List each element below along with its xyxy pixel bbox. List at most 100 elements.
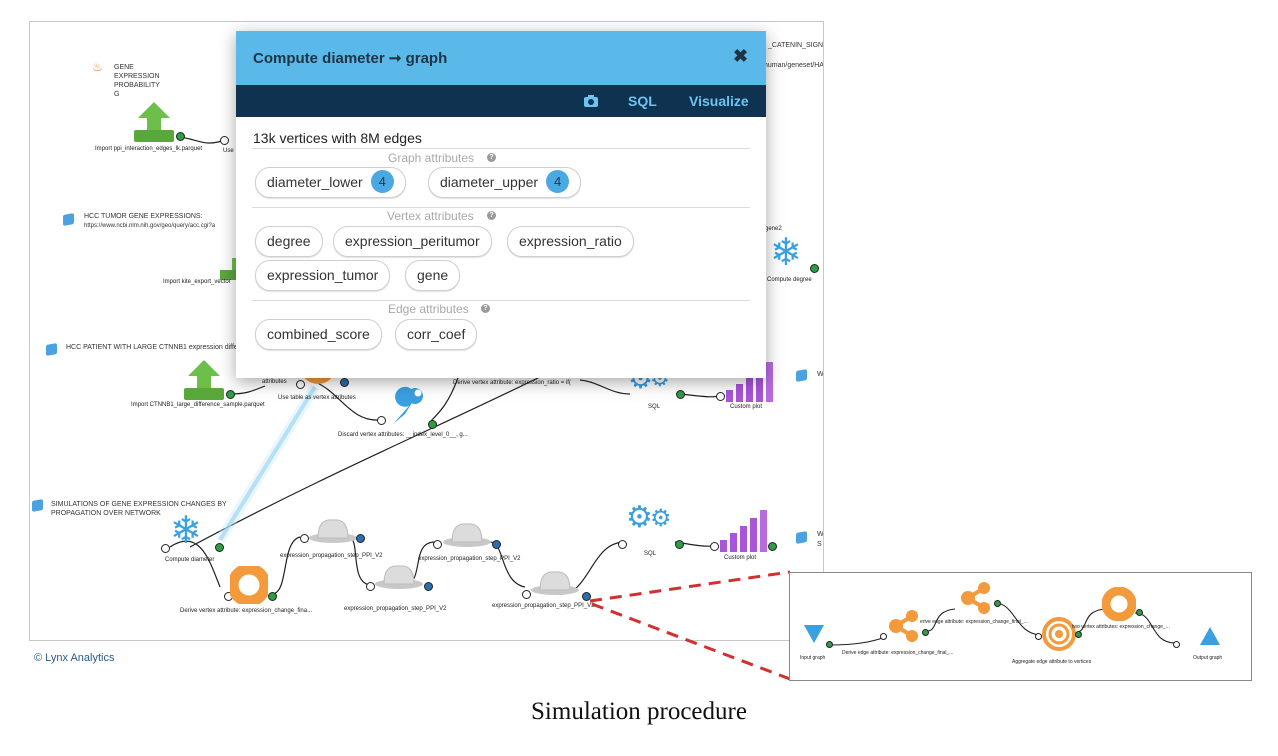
- input-port[interactable]: [300, 534, 309, 543]
- value-badge: 4: [370, 170, 394, 194]
- triangle-down-icon[interactable]: [802, 623, 826, 645]
- box-label: Derive edge attribute: expression_change…: [842, 650, 954, 656]
- output-port[interactable]: [582, 592, 591, 601]
- share-icon[interactable]: [960, 581, 994, 615]
- box-label: Output graph: [1193, 655, 1223, 661]
- vertex-attr-chip-degree[interactable]: degree: [255, 226, 323, 257]
- broadcast-icon[interactable]: [1042, 617, 1076, 651]
- comment-hcc-tumor[interactable]: HCC TUMOR GENE EXPRESSIONS:: [84, 213, 203, 220]
- import-ppi-box[interactable]: [130, 100, 190, 144]
- triangle-up-icon[interactable]: [1198, 625, 1222, 647]
- box-label: expression_propagation_step_PPI_V2: [418, 556, 521, 562]
- output-port[interactable]: [424, 582, 433, 591]
- upload-icon: [184, 360, 224, 400]
- comment-w1[interactable]: W: [817, 371, 824, 378]
- vertex-attr-chip-expression-tumor[interactable]: expression_tumor: [255, 260, 391, 291]
- camera-icon[interactable]: [583, 94, 599, 108]
- edge-attr-chip-combined-score[interactable]: combined_score: [255, 319, 382, 350]
- bar-chart-icon[interactable]: [718, 508, 770, 552]
- input-port[interactable]: [880, 633, 887, 640]
- edge-attributes-heading: Edge attributes: [388, 302, 469, 316]
- box-label: Import kite_export_vector: [163, 279, 231, 285]
- connection-line: [579, 379, 631, 395]
- bar-chart-icon[interactable]: [724, 360, 776, 402]
- comment-simulations[interactable]: SIMULATIONS OF GENE EXPRESSION CHANGES B…: [51, 501, 227, 517]
- share-icon[interactable]: [888, 609, 922, 643]
- box-label: Derive vertex attribute: expression_chan…: [180, 608, 313, 614]
- output-port[interactable]: [428, 420, 437, 429]
- box-label: Aggregate edge attribute to vertices: [1012, 659, 1092, 665]
- output-port[interactable]: [826, 641, 833, 648]
- input-port[interactable]: [433, 540, 442, 549]
- output-port[interactable]: [176, 132, 185, 141]
- input-port[interactable]: [710, 542, 719, 551]
- input-port[interactable]: [220, 136, 229, 145]
- output-port[interactable]: [340, 378, 349, 387]
- import-ctnnb1-box[interactable]: [180, 358, 240, 402]
- output-port[interactable]: [215, 543, 224, 552]
- output-port[interactable]: [1136, 609, 1143, 616]
- box-label: Compute diameter: [165, 557, 215, 563]
- vertex-attr-chip-expression-ratio[interactable]: expression_ratio: [507, 226, 634, 257]
- selection-beam: [218, 385, 317, 542]
- input-port[interactable]: [522, 590, 531, 599]
- input-port[interactable]: [618, 540, 627, 549]
- box-label: Input graph: [800, 655, 826, 661]
- output-port[interactable]: [268, 592, 277, 601]
- visualize-button[interactable]: Visualize: [689, 93, 749, 109]
- vertex-attr-chip-expression-peritumor[interactable]: expression_peritumor: [333, 226, 492, 257]
- hat-icon[interactable]: [442, 518, 492, 548]
- sql-button[interactable]: SQL: [628, 93, 657, 109]
- connection-line: [314, 381, 381, 421]
- comment-w2[interactable]: W: [817, 531, 824, 538]
- edge-attr-chip-corr-coef[interactable]: corr_coef: [395, 319, 478, 350]
- box-label: gene2: [765, 226, 782, 232]
- output-port[interactable]: [994, 600, 1001, 607]
- output-port[interactable]: [226, 390, 235, 399]
- input-port[interactable]: [1173, 641, 1180, 648]
- input-port[interactable]: [377, 416, 386, 425]
- hat-icon[interactable]: [530, 566, 580, 596]
- figure-caption: Simulation procedure: [531, 698, 747, 725]
- output-port[interactable]: [675, 540, 684, 549]
- comment-hcc-tumor-url[interactable]: https://www.ncbi.nlm.nih.gov/geo/query/a…: [84, 223, 216, 229]
- output-port[interactable]: [1075, 631, 1082, 638]
- input-port[interactable]: [716, 392, 725, 401]
- output-port[interactable]: [768, 542, 777, 551]
- compute-diameter-box[interactable]: ❄: [170, 510, 216, 554]
- vertex-attr-chip-gene[interactable]: gene: [405, 260, 461, 291]
- compute-degree-box[interactable]: ❄: [770, 232, 819, 274]
- box-label: expression_propagation_step_PPI_V2: [280, 553, 383, 559]
- sql-box[interactable]: ⚙ ⚙: [626, 501, 682, 544]
- output-port[interactable]: [492, 540, 501, 549]
- help-icon[interactable]: ?: [481, 304, 490, 313]
- help-icon[interactable]: ?: [487, 211, 496, 220]
- custom-box-inset: Input graph Derive edge attribute: expre…: [789, 572, 1252, 681]
- hat-icon[interactable]: [374, 560, 424, 590]
- connection-line: [429, 371, 461, 423]
- input-port[interactable]: [1035, 633, 1042, 640]
- close-icon[interactable]: ✖: [733, 46, 749, 66]
- hat-icon[interactable]: [308, 514, 358, 544]
- input-port[interactable]: [161, 544, 170, 553]
- output-port[interactable]: [356, 534, 365, 543]
- box-label: SQL: [644, 551, 657, 557]
- discard-box[interactable]: [385, 384, 429, 428]
- donut-icon[interactable]: [1102, 587, 1136, 621]
- box-label: Compute degree: [767, 277, 812, 283]
- box-label: Derive vertex attribute: expression_rati…: [453, 380, 571, 386]
- comment-hcc-patient[interactable]: HCC PATIENT WITH LARGE CTNNB1 expression…: [66, 344, 238, 351]
- input-port[interactable]: [296, 380, 305, 389]
- box-label: Use table as vertex attributes: [278, 395, 356, 401]
- donut-icon[interactable]: [230, 566, 268, 604]
- comment-s2[interactable]: S: [817, 541, 822, 548]
- output-port[interactable]: [922, 629, 929, 636]
- output-port[interactable]: [676, 390, 685, 399]
- help-icon[interactable]: ?: [487, 153, 496, 162]
- output-port[interactable]: [810, 264, 819, 273]
- input-port[interactable]: [366, 582, 375, 591]
- popup-header[interactable]: [236, 31, 766, 85]
